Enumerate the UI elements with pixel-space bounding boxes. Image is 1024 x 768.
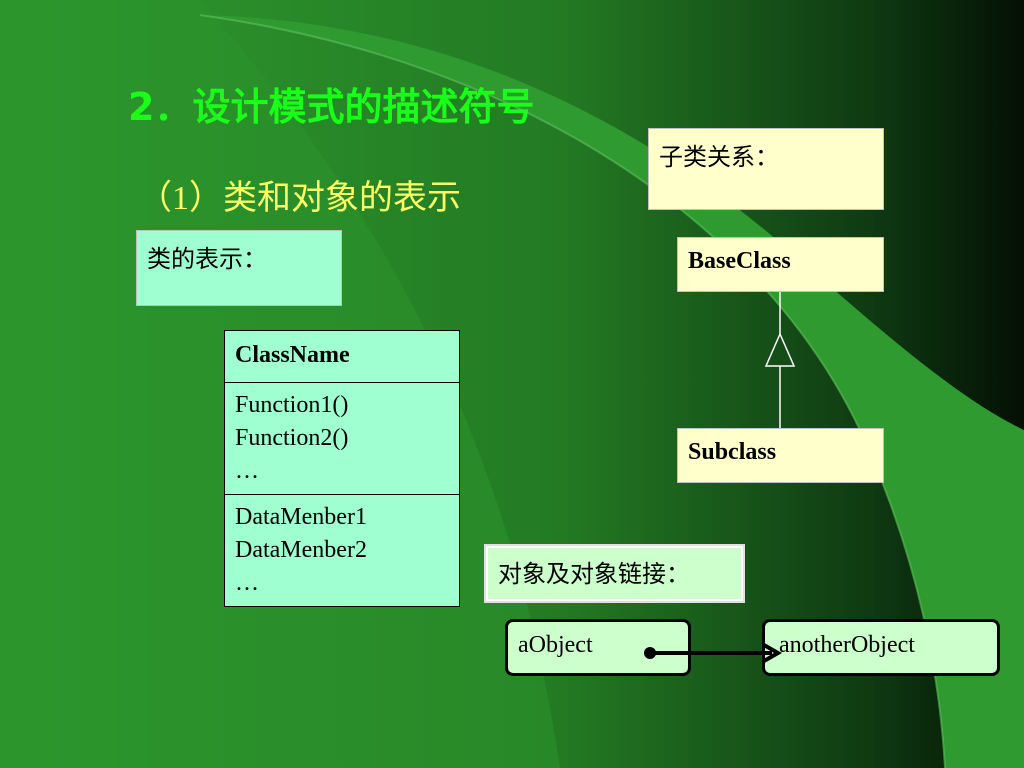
subclass-label: 子类关系：	[659, 145, 779, 171]
uml-function-item: …	[235, 458, 259, 484]
class-repr-label-box: 类的表示：	[136, 230, 342, 306]
slide-title: 2．设计模式的描述符号	[128, 85, 535, 129]
subclass-name: Subclass	[688, 439, 777, 465]
class-repr-label: 类的表示：	[147, 247, 267, 273]
base-class-name: BaseClass	[688, 248, 791, 274]
uml-function-item: Function1()	[235, 392, 349, 418]
object-link-label: 对象及对象链接：	[498, 562, 690, 588]
uml-data-item: …	[235, 570, 259, 596]
uml-function-item: Function2()	[235, 425, 349, 451]
uml-data-item: DataMenber1	[235, 504, 367, 530]
subclass-box: Subclass	[677, 428, 884, 483]
uml-data-item: DataMenber2	[235, 537, 367, 563]
uml-class-box: ClassName Function1() Function2() … Data…	[224, 330, 460, 607]
target-object-name: anotherObject	[779, 632, 915, 658]
object-link-label-box: 对象及对象链接：	[484, 544, 745, 603]
target-object-box: anotherObject	[762, 619, 1000, 676]
uml-data-section: DataMenber1 DataMenber2 …	[225, 495, 459, 606]
uml-class-name: ClassName	[225, 331, 459, 383]
source-object-box: aObject	[505, 619, 691, 676]
slide-subtitle: （1）类和对象的表示	[138, 180, 461, 217]
subclass-label-box: 子类关系：	[648, 128, 884, 210]
uml-functions-section: Function1() Function2() …	[225, 383, 459, 495]
base-class-box: BaseClass	[677, 237, 884, 292]
source-object-name: aObject	[518, 632, 593, 658]
